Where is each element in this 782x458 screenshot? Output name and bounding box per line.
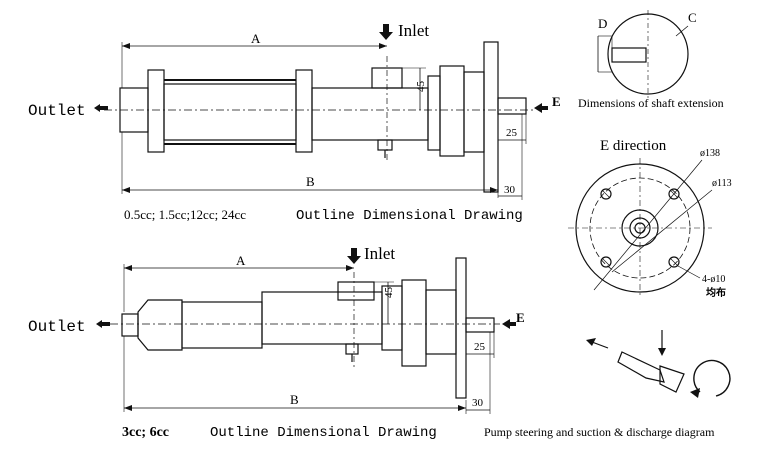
bottom-dim-25: 25 [474, 341, 486, 353]
bottom-outlet-arrow-icon [96, 320, 110, 328]
top-caption-sizes: 0.5cc; 1.5cc;12cc; 24cc [124, 207, 246, 222]
e-direction-view [568, 158, 713, 298]
top-outlet-label: Outlet [28, 102, 86, 120]
bottom-outlet-label: Outlet [28, 318, 86, 336]
top-dim-30: 30 [504, 184, 516, 196]
bottom-dim-30: 30 [472, 397, 484, 409]
bottom-dim-b: B [290, 392, 299, 407]
top-pump-drawing [104, 41, 536, 200]
bottom-e-arrow-icon [502, 319, 516, 329]
top-dim-b: B [306, 174, 315, 189]
e-dim-138: ø138 [700, 148, 720, 159]
pump-steering-caption: Pump steering and suction & discharge di… [484, 425, 715, 439]
shaft-extension-diagram [597, 10, 689, 100]
bottom-inlet-arrow-icon [347, 248, 361, 264]
top-dim-25: 25 [506, 127, 518, 139]
top-outlet-arrow-icon [94, 104, 108, 112]
pump-steering-diagram [591, 330, 731, 397]
e-holes-note: 均布 [706, 286, 726, 299]
bottom-inlet-label: Inlet [364, 244, 395, 263]
bottom-caption-text: Outline Dimensional Drawing [210, 425, 437, 441]
bottom-pump-drawing [110, 257, 500, 414]
e-dim-113: ø113 [712, 178, 732, 189]
e-holes-label: 4-ø10 [702, 274, 725, 285]
top-dim-45: 45 [415, 81, 427, 93]
bottom-e-label: E [516, 310, 525, 325]
bottom-dim-a: A [236, 253, 246, 268]
e-direction-title: E direction [600, 138, 667, 154]
shaft-caption: Dimensions of shaft extension [578, 96, 724, 110]
top-dim-a: A [251, 31, 261, 46]
bottom-caption-sizes: 3cc; 6cc [122, 425, 169, 440]
top-e-label: E [552, 94, 561, 109]
top-inlet-label: Inlet [398, 21, 429, 40]
top-inlet-arrow-icon [379, 24, 393, 40]
shaft-label-c: C [688, 10, 697, 25]
shaft-label-d: D [598, 16, 607, 31]
bottom-dim-45: 45 [383, 287, 395, 299]
top-caption-text: Outline Dimensional Drawing [296, 208, 523, 224]
top-e-arrow-icon [534, 103, 548, 113]
